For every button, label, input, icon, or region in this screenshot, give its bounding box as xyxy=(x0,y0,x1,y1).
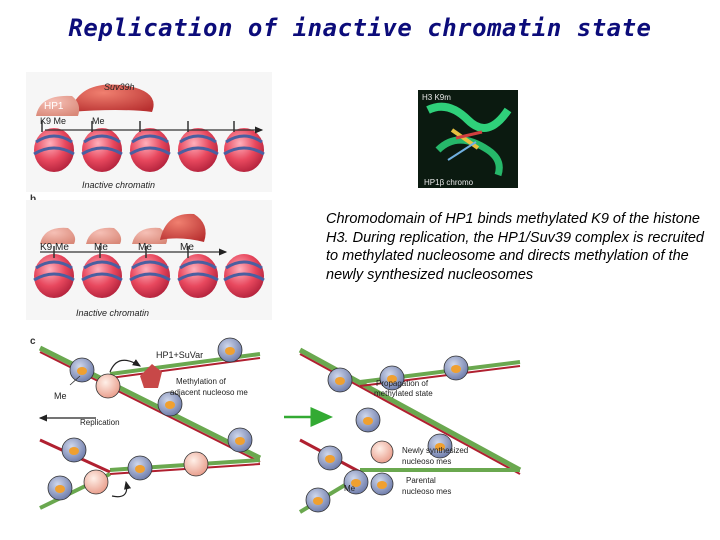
hp1-label: HP1 xyxy=(44,101,64,112)
panel-b-letter: b xyxy=(30,194,37,205)
replication-fork-right xyxy=(298,347,522,514)
explanation-caption: Chromodomain of HP1 binds methylated K9 … xyxy=(326,211,704,283)
propagation-label-line1: Propagation of xyxy=(376,379,429,388)
me-label-b2: Me xyxy=(138,242,152,253)
legend-new-nucleosome-icon xyxy=(370,440,394,464)
panel-c-letter: c xyxy=(30,336,36,347)
suv39h-shape-b xyxy=(160,213,206,242)
legend-new-label-line1: Newly synthesized xyxy=(402,446,469,455)
k9me-label-b: K9 Me xyxy=(40,242,69,253)
inactive-chromatin-label-b: Inactive chromatin xyxy=(76,308,150,318)
structure-bottom-label: HP1β chromo xyxy=(424,178,474,187)
hp1-shape-b3 xyxy=(132,227,168,244)
suv39h-enzyme-shape xyxy=(70,84,154,112)
k9me-label-a: K9 Me xyxy=(40,116,67,126)
hp1-shape-b2 xyxy=(86,227,122,244)
panel-b-nucleosome-array xyxy=(33,246,265,298)
me-label-b1: Me xyxy=(94,242,108,253)
me-label-c-left: Me xyxy=(54,391,67,401)
slide-title: Replication of inactive chromatin state xyxy=(68,14,652,42)
methylation-label-line1: Methylation of xyxy=(176,377,226,386)
panel-a-nucleosome-array xyxy=(33,121,265,172)
legend-parent-label-line1: Parental xyxy=(406,476,436,485)
hp1-suvar-label: HP1+SuVar xyxy=(156,350,204,360)
methylation-label-line2: adjacent nucleoso me xyxy=(170,388,248,397)
propagation-label-line2: methylated state xyxy=(374,389,433,398)
suv39h-label: Suv39h xyxy=(104,82,135,92)
me-label-a: Me xyxy=(92,116,105,126)
hp1-shape-b1 xyxy=(40,227,76,244)
hp1-protein-shape xyxy=(36,95,80,116)
structure-top-label: H3 K9m xyxy=(422,93,451,102)
inactive-chromatin-label-a: Inactive chromatin xyxy=(82,180,156,190)
legend-parent-label-line2: nucleoso mes xyxy=(402,487,452,496)
hp1-chromodomain-structure-image: H3 K9m HP1β chromo xyxy=(418,90,518,188)
replication-label: Replication xyxy=(80,418,120,427)
me-label-b3: Me xyxy=(180,242,194,253)
replication-fork-left xyxy=(38,337,262,510)
legend-new-label-line2: nucleoso mes xyxy=(402,457,452,466)
me-label-c-bottom: Me xyxy=(344,484,356,493)
